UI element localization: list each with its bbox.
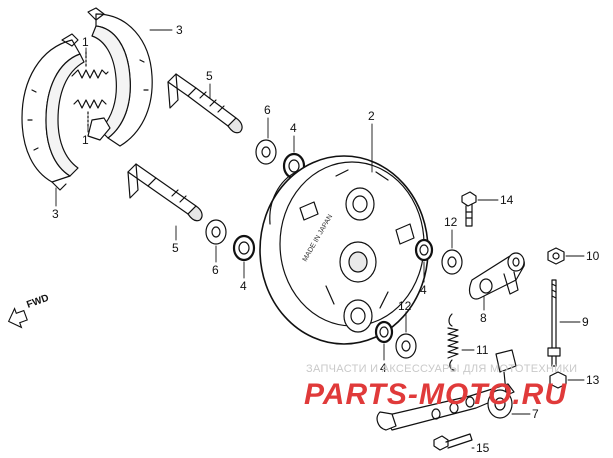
callout-14: 14 [500, 193, 514, 207]
callout-4-top: 4 [290, 121, 297, 135]
washer-right-lower [395, 333, 417, 359]
callout-10: 10 [586, 249, 600, 263]
rod-9 [547, 279, 561, 367]
callout-4-lower: 4 [380, 361, 387, 375]
callout-12-lower: 12 [398, 299, 412, 313]
fwd-arrow-icon [7, 307, 28, 329]
callout-6-top: 6 [264, 103, 271, 117]
callout-11: 11 [476, 343, 489, 357]
brake-pedal-7 [376, 349, 517, 431]
oil-seal-lower [232, 234, 256, 262]
washer-lower [205, 219, 227, 245]
callout-8: 8 [480, 311, 487, 325]
oil-seal-right-lower [374, 320, 394, 344]
washer-upper [255, 139, 277, 165]
return-spring-lower [73, 99, 107, 109]
callout-3-top: 3 [176, 23, 183, 37]
brake-shoe-left [21, 33, 85, 191]
watermark-caption: ЗАПЧАСТИ И АКСЕССУАРЫ ДЛЯ МОТОТЕХНИКИ [306, 363, 577, 375]
spring-11 [447, 313, 459, 371]
callout-5-top: 5 [206, 69, 213, 83]
brake-shoe-right [87, 7, 153, 147]
callout-3-bottom: 3 [52, 207, 59, 221]
fwd-indicator: FWD [7, 293, 50, 329]
callout-9: 9 [582, 315, 589, 329]
nut-10 [547, 247, 565, 265]
leader-lines [55, 29, 585, 449]
callout-6-bottom: 6 [212, 263, 219, 277]
callout-13: 13 [586, 373, 600, 387]
brake-arm-8 [468, 252, 525, 300]
nut-13 [549, 371, 567, 389]
watermark: ЗАПЧАСТИ И АКСЕССУАРЫ ДЛЯ МОТОТЕХНИКИ PA… [304, 363, 577, 411]
callout-7: 7 [532, 407, 539, 421]
callout-2: 2 [368, 109, 375, 123]
callout-5-bottom: 5 [172, 241, 179, 255]
bolt-15 [433, 433, 473, 451]
return-spring-upper [71, 69, 109, 79]
callout-1-bottom: 1 [82, 133, 89, 147]
brake-panel [259, 155, 429, 345]
callout-12-upper: 12 [444, 215, 458, 229]
watermark-logo: PARTS-MOTO.RU [304, 378, 567, 411]
callout-1-top: 1 [82, 35, 89, 49]
callout-15: 15 [476, 441, 490, 455]
oil-seal-right-upper [414, 238, 434, 262]
callout-4-right: 4 [420, 283, 427, 297]
brake-cam-upper [167, 73, 243, 134]
fwd-label: FWD [25, 293, 50, 311]
bolt-14 [461, 191, 477, 227]
callout-4-bottom: 4 [240, 279, 247, 293]
brake-cam-lower [127, 163, 203, 222]
washer-right-upper [441, 249, 463, 275]
callout-labels: 3 1 1 3 5 5 6 4 6 4 2 4 12 14 12 4 8 11 … [52, 23, 600, 455]
